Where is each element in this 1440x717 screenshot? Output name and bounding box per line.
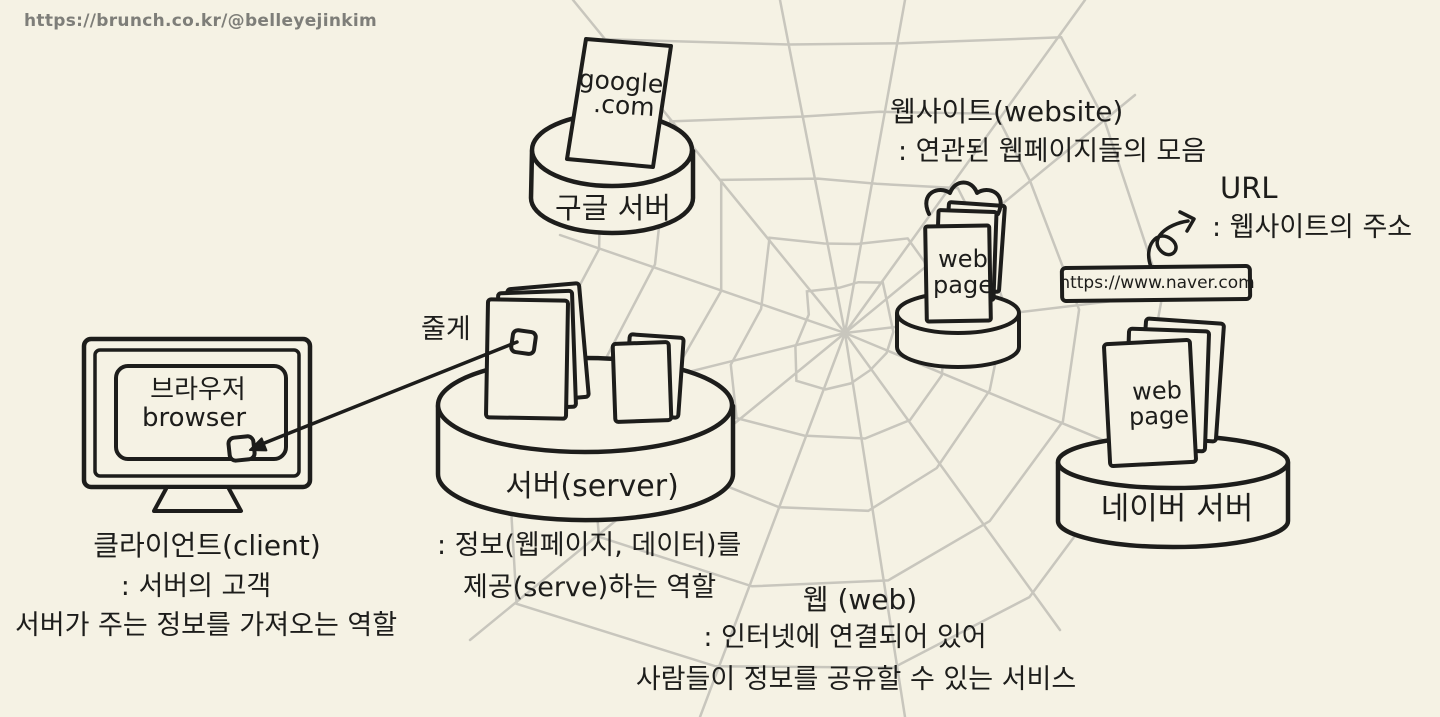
client-desc-line1: : 서버의 고객 (120, 571, 272, 602)
website-title: 웹사이트(website) (890, 95, 1124, 128)
client-monitor-drawing (81, 336, 313, 513)
document-icon (484, 297, 570, 421)
website-desc: : 연관된 웹페이지들의 모음 (898, 136, 1207, 167)
browser-label-kr: 브라우저 (150, 375, 246, 405)
website-page-line1: web (938, 245, 988, 273)
web-desc-line1: : 인터넷에 연결되어 있어 (703, 622, 987, 653)
curly-arrowhead-icon (1178, 210, 1196, 233)
url-address-text: https://www.naver.com (1059, 273, 1255, 293)
server-desc-line2: 제공(serve)하는 역할 (463, 572, 717, 603)
url-address-box (1059, 264, 1253, 303)
monitor-stand (152, 485, 243, 513)
google-server-label: 구글 서버 (555, 191, 671, 225)
server-desc-line1: : 정보(웹페이지, 데이터)를 (437, 530, 742, 561)
arrowhead-icon (249, 437, 268, 452)
url-desc: : 웹사이트의 주소 (1212, 212, 1413, 243)
server-give-label: 줄게 (421, 314, 471, 345)
google-server-drawing (528, 37, 696, 236)
google-paper-domain: .com (592, 88, 656, 123)
main-server-drawing (435, 281, 736, 523)
webpage-document-icon (1102, 337, 1198, 469)
google-paper-icon (565, 37, 673, 169)
url-box-drawing (1059, 210, 1253, 303)
website-page-line2: page (933, 271, 993, 299)
url-title: URL (1220, 171, 1278, 205)
curly-brace-icon (924, 180, 1003, 216)
web-desc-line2: 사람들이 정보를 공유할 수 있는 서비스 (635, 664, 1077, 695)
website-server-drawing (895, 180, 1021, 369)
webpage-document-icon (923, 223, 993, 324)
naver-page-line2: page (1128, 400, 1190, 432)
data-packet-icon (509, 328, 538, 356)
naver-server-drawing (1055, 316, 1291, 550)
curly-arrow-line (1147, 219, 1190, 269)
web-title: 웹 (web) (802, 583, 918, 616)
document-icon (610, 340, 674, 424)
arrow-line (260, 340, 519, 446)
server-label: 서버(server) (505, 469, 679, 504)
browser-label-en: browser (141, 403, 247, 433)
client-title: 클라이언트(client) (93, 529, 321, 562)
server-to-client-arrow (249, 340, 519, 452)
watermark-url: https://brunch.co.kr/@belleyejinkim (24, 11, 377, 31)
client-desc-line2: 서버가 주는 정보를 가져오는 역할 (14, 610, 398, 641)
naver-server-label: 네이버 서버 (1100, 491, 1254, 527)
